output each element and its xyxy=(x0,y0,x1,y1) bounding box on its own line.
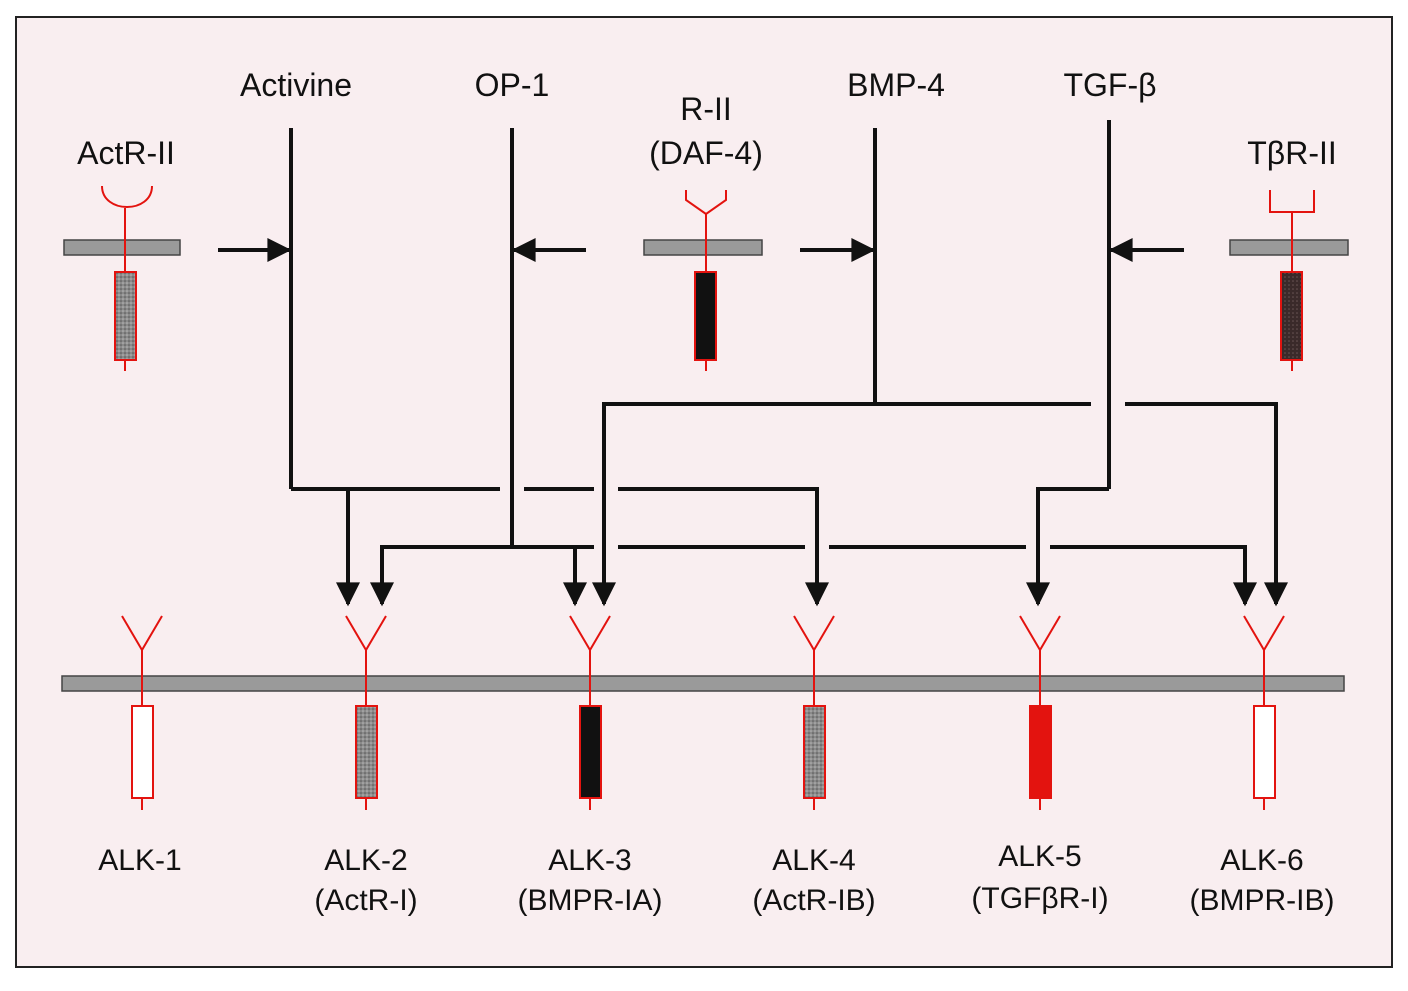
membrane-type1 xyxy=(61,675,1345,692)
ligand-label-activine: Activine xyxy=(240,67,352,103)
receptor-tbrii xyxy=(1269,190,1315,371)
receptor-actrii xyxy=(101,185,153,371)
alk5-label: ALK-5 xyxy=(998,840,1081,873)
receptor-rii xyxy=(685,190,727,371)
ligand-lines xyxy=(289,120,1111,547)
alk1-label: ALK-1 xyxy=(98,844,181,877)
type2-label-tbrii: TβR-II xyxy=(1247,135,1337,171)
alk4-sublabel: (ActR-IB) xyxy=(752,884,875,917)
alk6-label: ALK-6 xyxy=(1220,844,1303,877)
diagram-panel xyxy=(15,16,1393,968)
receptor-alk6 xyxy=(1243,615,1285,810)
receptor-alk4 xyxy=(793,615,835,810)
ligand-label-tgfb: TGF-β xyxy=(1063,67,1156,103)
alk3-sublabel: (BMPR-IA) xyxy=(518,884,663,917)
alk2-sublabel: (ActR-I) xyxy=(314,884,417,917)
receptor-alk5 xyxy=(1019,615,1061,810)
membrane-rii xyxy=(643,239,763,256)
alk5-sublabel: (TGFβR-I) xyxy=(971,882,1108,915)
membrane-actrii xyxy=(63,239,181,256)
receptor-alk2 xyxy=(345,615,387,810)
ligand-label-op1: OP-1 xyxy=(475,67,550,103)
pathway-network xyxy=(291,402,1288,607)
type2-label-actrii: ActR-II xyxy=(77,135,175,171)
alk3-label: ALK-3 xyxy=(548,844,631,877)
alk6-sublabel: (BMPR-IB) xyxy=(1190,884,1335,917)
alk2-label: ALK-2 xyxy=(324,844,407,877)
alk4-label: ALK-4 xyxy=(772,844,855,877)
type2-sublabel-rii: (DAF-4) xyxy=(649,135,763,171)
receptor-alk3 xyxy=(569,615,611,810)
type2-label-rii: R-II xyxy=(680,91,732,127)
membrane-tbrii xyxy=(1229,239,1349,256)
ligand-label-bmp4: BMP-4 xyxy=(847,67,945,103)
receptor-alk1 xyxy=(121,615,163,810)
